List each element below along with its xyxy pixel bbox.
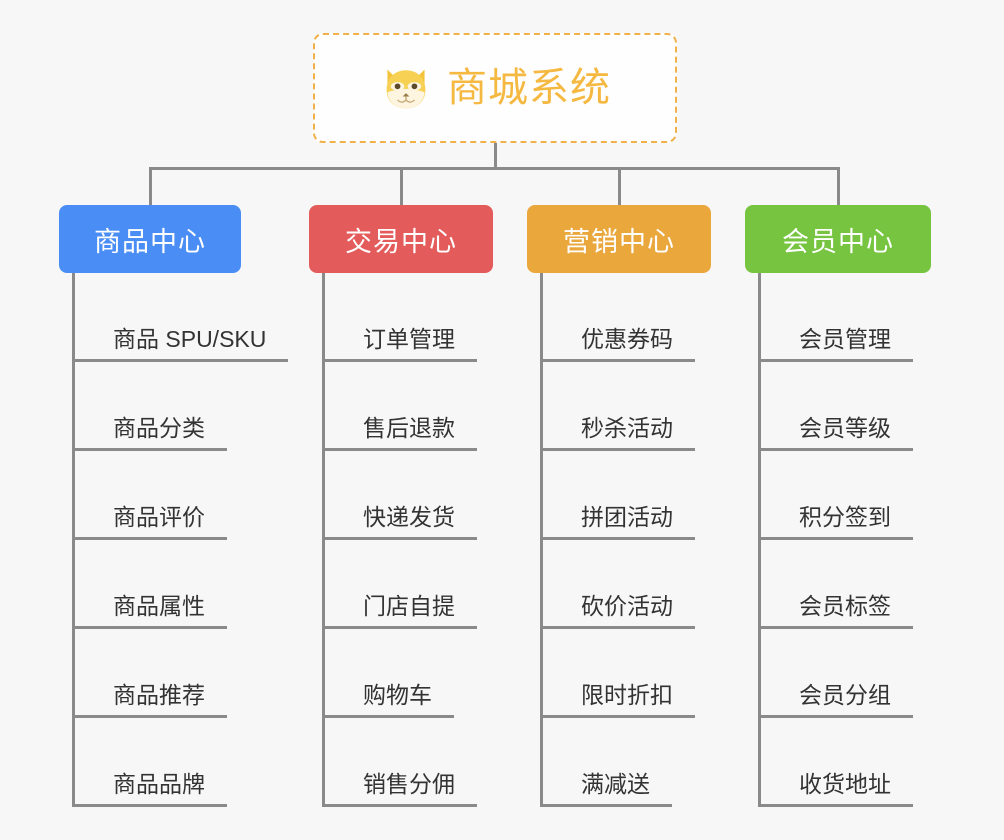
category-label: 营销中心 [563,226,675,257]
leaf-item[interactable]: 拼团活动 [543,451,695,540]
category-label: 交易中心 [345,226,457,257]
leaf-item[interactable]: 优惠券码 [543,273,695,362]
category-box-3[interactable]: 营销中心 [527,205,711,273]
leaf-item[interactable]: 门店自提 [325,540,477,629]
leaf-item[interactable]: 购物车 [325,629,454,718]
root-title: 商城系统 [447,66,611,110]
leaf-column-1: 商品 SPU/SKU 商品分类商品评价商品属性商品推荐商品品牌 [72,273,312,807]
leaf-item-label: 会员标签 [761,593,913,629]
category-box-2[interactable]: 交易中心 [309,205,493,273]
leaf-column-2: 订单管理售后退款快递发货门店自提购物车销售分佣 [322,273,562,807]
root-node[interactable]: 商城系统 [313,33,677,143]
leaf-item[interactable]: 销售分佣 [325,718,477,807]
leaf-item-label: 秒杀活动 [543,415,695,451]
leaf-item-label: 满减送 [543,771,672,807]
leaf-item-label: 商品推荐 [75,682,227,718]
leaf-spine [540,273,543,807]
leaf-item[interactable]: 会员等级 [761,362,913,451]
leaf-item[interactable]: 会员管理 [761,273,913,362]
leaf-item-label: 销售分佣 [325,771,477,807]
connector-drop-4 [837,167,840,205]
leaf-item[interactable]: 商品推荐 [75,629,227,718]
leaf-item-label: 商品品牌 [75,771,227,807]
leaf-item[interactable]: 会员分组 [761,629,913,718]
leaf-item-label: 商品 SPU/SKU [75,326,289,362]
leaf-item-label: 会员分组 [761,682,913,718]
leaf-item-label: 限时折扣 [543,682,695,718]
connector-drop-2 [400,167,403,205]
leaf-item-label: 收货地址 [761,771,913,807]
leaf-item[interactable]: 积分签到 [761,451,913,540]
leaf-item-label: 快递发货 [325,504,477,540]
leaf-spine [72,273,75,807]
leaf-item-label: 积分签到 [761,504,913,540]
category-label: 会员中心 [782,226,894,257]
connector-drop-3 [618,167,621,205]
leaf-item-label: 购物车 [325,682,454,718]
connector-root-stem [494,143,497,170]
leaf-spine [758,273,761,807]
leaf-item[interactable]: 售后退款 [325,362,477,451]
connector-drop-1 [149,167,152,205]
leaf-item-label: 商品评价 [75,504,227,540]
leaf-item[interactable]: 会员标签 [761,540,913,629]
leaf-item[interactable]: 收货地址 [761,718,913,807]
leaf-spine [322,273,325,807]
leaf-item[interactable]: 满减送 [543,718,672,807]
shiba-dog-face-icon [386,69,426,109]
leaf-item[interactable]: 秒杀活动 [543,362,695,451]
leaf-item[interactable]: 限时折扣 [543,629,695,718]
leaf-item[interactable]: 订单管理 [325,273,477,362]
leaf-item[interactable]: 商品属性 [75,540,227,629]
leaf-item-label: 会员管理 [761,326,913,362]
leaf-column-3: 优惠券码秒杀活动拼团活动砍价活动限时折扣满减送 [540,273,780,807]
leaf-item-label: 商品属性 [75,593,227,629]
leaf-item[interactable]: 商品 SPU/SKU [75,273,289,362]
leaf-item[interactable]: 商品分类 [75,362,227,451]
leaf-item-label: 订单管理 [325,326,477,362]
category-box-1[interactable]: 商品中心 [59,205,241,273]
leaf-item-label: 商品分类 [75,415,227,451]
leaf-item[interactable]: 砍价活动 [543,540,695,629]
category-label: 商品中心 [94,226,206,257]
category-box-4[interactable]: 会员中心 [745,205,931,273]
leaf-item-label: 售后退款 [325,415,477,451]
connector-bus [149,167,840,170]
leaf-item-label: 优惠券码 [543,326,695,362]
leaf-column-4: 会员管理会员等级积分签到会员标签会员分组收货地址 [758,273,998,807]
leaf-item-label: 会员等级 [761,415,913,451]
leaf-item[interactable]: 商品评价 [75,451,227,540]
leaf-item[interactable]: 快递发货 [325,451,477,540]
leaf-item-label: 门店自提 [325,593,477,629]
leaf-item-label: 砍价活动 [543,593,695,629]
leaf-item-label: 拼团活动 [543,504,695,540]
leaf-item[interactable]: 商品品牌 [75,718,227,807]
